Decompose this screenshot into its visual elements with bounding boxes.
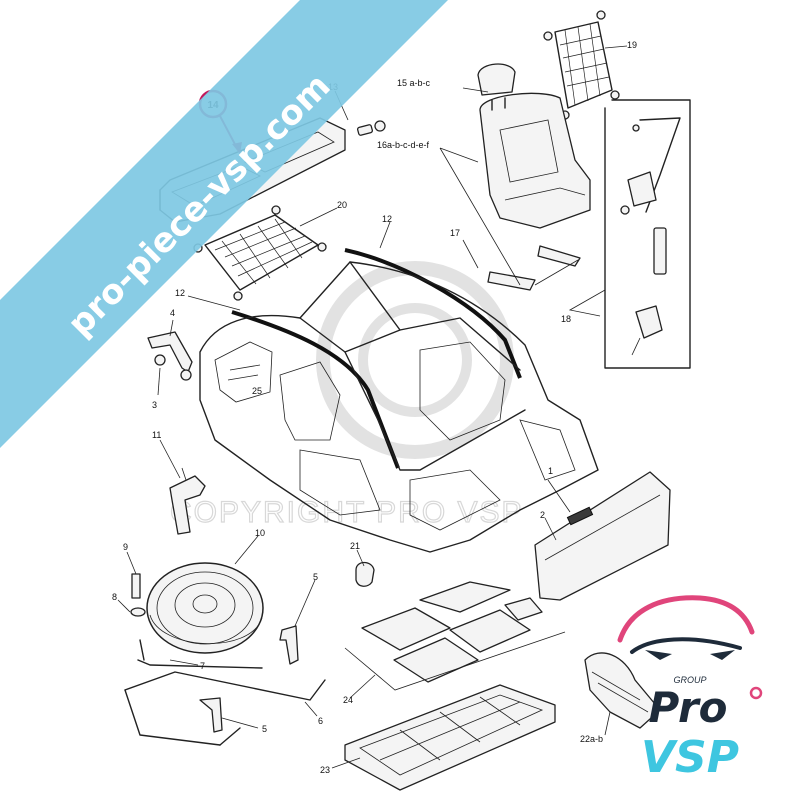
banner-band (0, 0, 448, 448)
logo-car-outline (617, 595, 755, 643)
part-11-jack (169, 467, 206, 535)
part-24-floor-mats (344, 581, 566, 691)
part-8-9-bolt (130, 573, 146, 617)
callout-16: 16a-b-c-d-e-f (377, 140, 430, 150)
callout-19: 19 (627, 40, 637, 50)
background-watermark: COPYRIGHT PRO VSP (169, 261, 524, 530)
part-15-16-seat (477, 63, 591, 229)
callout-2: 2 (540, 510, 545, 520)
callout-24: 24 (343, 695, 353, 705)
callout-10: 10 (255, 528, 265, 538)
callout-25: 25 (252, 386, 262, 396)
callout-3: 3 (152, 400, 157, 410)
callout-12-top: 12 (382, 214, 392, 224)
body-shell (199, 261, 599, 553)
part-19-net (543, 10, 620, 120)
part-23-storage-tray (344, 684, 556, 791)
logo-car-lights (645, 650, 735, 660)
callout-6: 6 (318, 716, 323, 726)
part-18-seatbelt-box (604, 99, 691, 369)
callout-4: 4 (170, 308, 175, 318)
part-1-2-bumper (534, 471, 671, 601)
callout-5-upper: 5 (313, 572, 318, 582)
callout-22: 22a-b (580, 734, 603, 744)
callout-7: 7 (200, 661, 205, 671)
part-13-clip (357, 120, 386, 136)
part-10-spare-wheel (146, 562, 264, 654)
callout-20: 20 (337, 200, 347, 210)
part-20-cargo-net (193, 205, 327, 301)
part-21-cap (355, 561, 375, 587)
callout-17: 17 (450, 228, 460, 238)
callout-11: 11 (152, 430, 161, 440)
part-17-seat-rail (487, 245, 581, 291)
part-12-roof-seals (231, 248, 522, 469)
logo-dot (749, 686, 763, 700)
callout-1: 1 (548, 466, 553, 476)
callout-18: 18 (561, 314, 571, 324)
callout-15: 15 a-b-c (397, 78, 431, 88)
part-5-brackets (199, 625, 299, 733)
site-banner: pro-piece-vsp.com (0, 0, 448, 448)
part-6-7-rods (124, 639, 326, 746)
callout-23: 23 (320, 765, 330, 775)
provsp-logo: GROUP Pro VSP (617, 595, 763, 783)
callout-21: 21 (350, 541, 360, 551)
callout-5-lower: 5 (262, 724, 267, 734)
part-3-4-handle (147, 331, 193, 381)
logo-car-hood (630, 637, 742, 654)
ghost-copyright-text: COPYRIGHT PRO VSP (170, 496, 524, 529)
logo-pro-text: Pro (648, 683, 727, 732)
logo-vsp-text: VSP (641, 732, 739, 783)
callout-8: 8 (112, 592, 117, 602)
callout-12-left: 12 (175, 288, 185, 298)
logo-group-text: GROUP (673, 675, 706, 685)
part-22-cover (584, 652, 661, 729)
callout-9: 9 (123, 542, 128, 552)
